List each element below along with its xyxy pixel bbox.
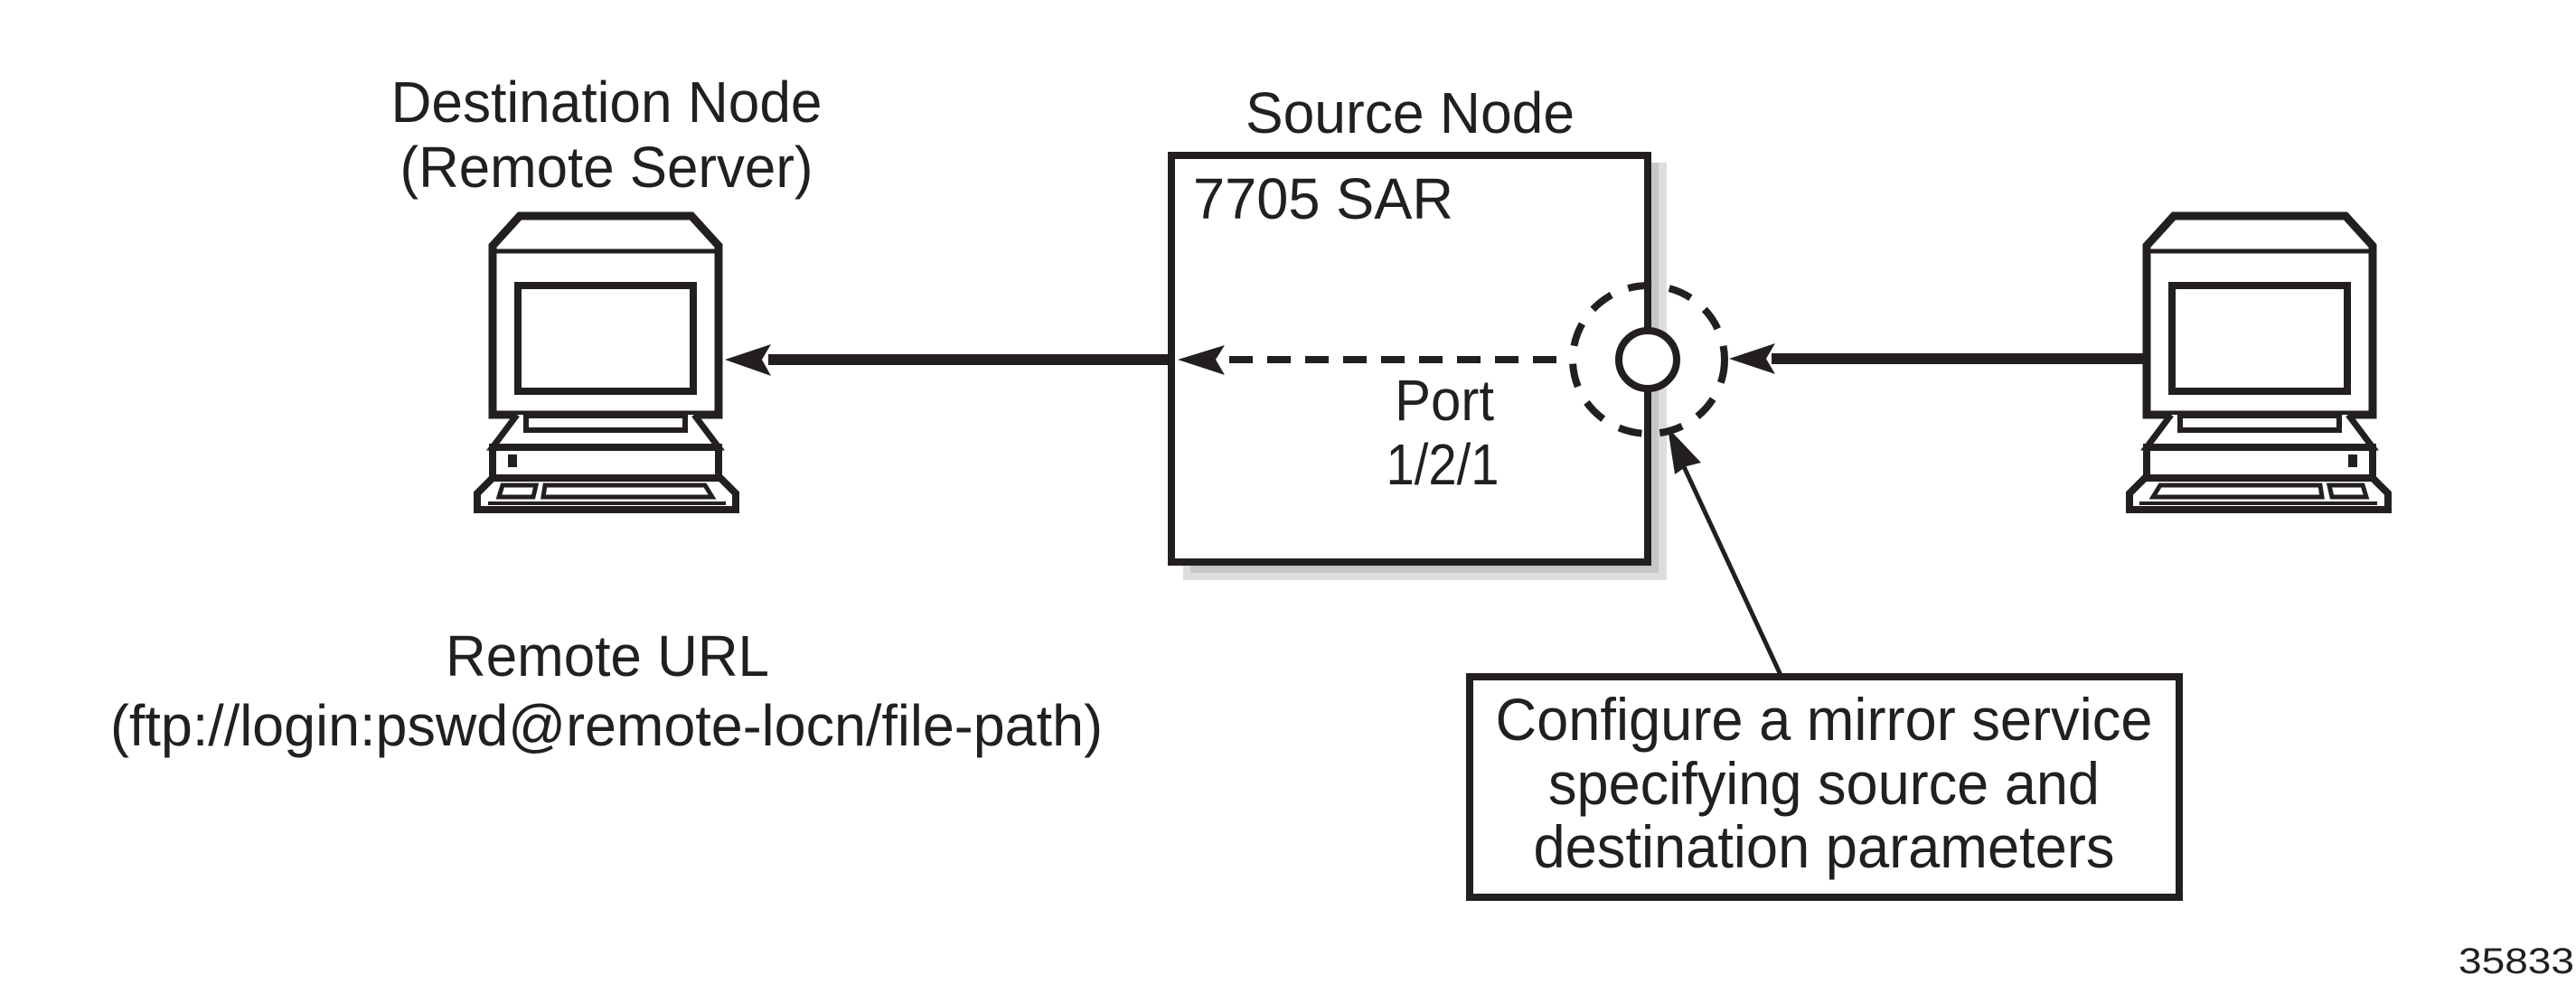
- callout-line-1: Configure a mirror service: [1496, 686, 2153, 753]
- port-id: 1/2/1: [1387, 432, 1500, 497]
- remote-url-value: (ftp://login:pswd@remote-locn/file-path): [110, 693, 1103, 758]
- port-highlight-dashed-circle: [1569, 282, 1728, 437]
- callout-leader-arrow: [1668, 427, 1783, 677]
- source-computer-icon: [2129, 216, 2388, 510]
- destination-computer-icon: [477, 216, 736, 510]
- source-node-title: Source Node: [1246, 80, 1575, 145]
- callout-box: [1466, 673, 2183, 901]
- figure-number: 35833: [2458, 942, 2574, 981]
- flow-arrow-from-source-computer: [1729, 343, 2146, 374]
- remote-url-label: Remote URL: [446, 623, 769, 689]
- callout-line-3: destination parameters: [1534, 813, 2115, 880]
- destination-node-subtitle: (Remote Server): [400, 135, 813, 200]
- destination-node-title: Destination Node: [391, 70, 823, 135]
- port-icon: [1615, 327, 1680, 392]
- flow-arrow-to-destination: [725, 344, 1168, 376]
- callout-line-2: specifying source and: [1548, 750, 2100, 817]
- device-label: 7705 SAR: [1193, 166, 1453, 231]
- mirror-flow-dashed-arrow: [1178, 345, 1560, 375]
- port-label: Port: [1395, 368, 1494, 433]
